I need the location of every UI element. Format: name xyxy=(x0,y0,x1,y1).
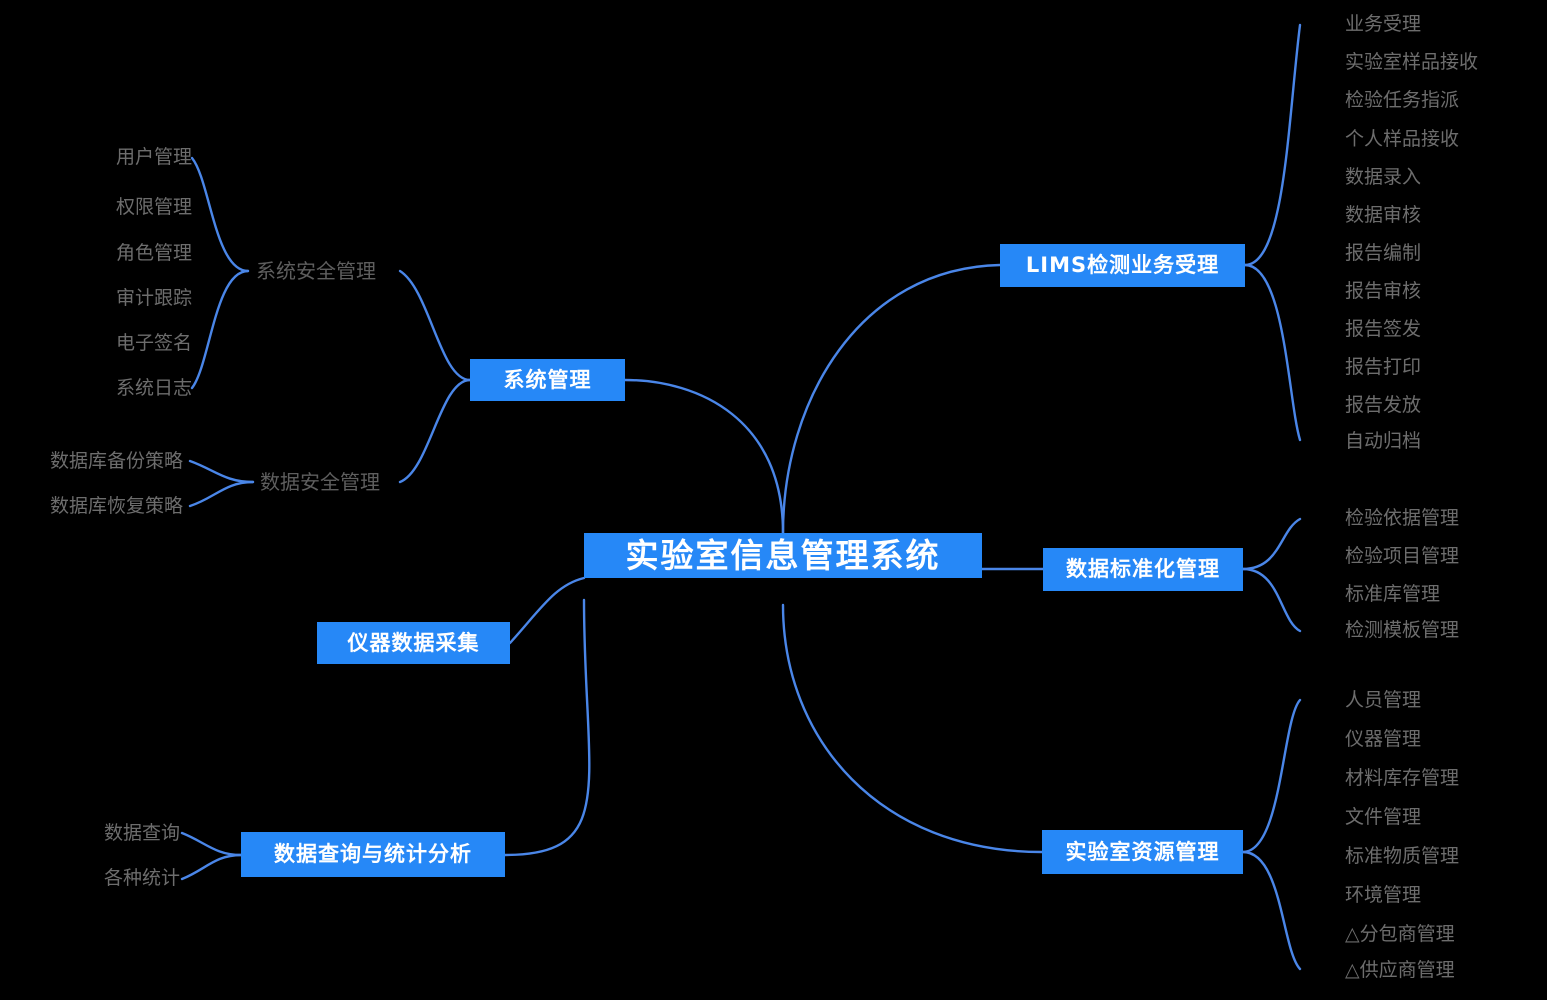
leaf-db-backup-policy[interactable]: 数据库备份策略 xyxy=(49,450,183,472)
link-labres-fan-bottom xyxy=(1241,850,1302,971)
leaf-business-acceptance[interactable]: 业务受理 xyxy=(1345,13,1422,35)
leaf-user-management[interactable]: 用户管理 xyxy=(115,146,192,168)
leaf-environment-management[interactable]: 环境管理 xyxy=(1345,884,1422,906)
leaf-personnel-management[interactable]: 人员管理 xyxy=(1345,689,1422,711)
subnode-system-security[interactable]: 系统安全管理 xyxy=(256,259,376,283)
leaf-report-review[interactable]: 报告审核 xyxy=(1345,280,1422,302)
leaf-supplier-management[interactable]: △供应商管理 xyxy=(1345,959,1455,981)
link-center-lims xyxy=(781,263,1002,535)
leaf-system-log[interactable]: 系统日志 xyxy=(115,377,192,399)
link-security-fan-bottom xyxy=(190,269,250,390)
link-datastd-fan-top xyxy=(1241,517,1302,571)
node-lab-resources[interactable]: 实验室资源管理 xyxy=(1042,830,1243,874)
link-lims-fan-top xyxy=(1243,23,1302,267)
leaf-reference-material-management[interactable]: 标准物质管理 xyxy=(1345,845,1460,867)
leaf-electronic-signature[interactable]: 电子签名 xyxy=(115,332,192,354)
link-datastd-fan-bottom xyxy=(1241,567,1302,633)
link-datasec-fan-top xyxy=(188,459,255,484)
node-lims-business[interactable]: LIMS检测业务受理 xyxy=(1000,244,1245,287)
leaf-personal-sample-receipt[interactable]: 个人样品接收 xyxy=(1345,128,1460,150)
node-instrument-data-collection[interactable]: 仪器数据采集 xyxy=(317,622,510,664)
link-center-query xyxy=(503,598,591,857)
link-sysmgmt-datasec xyxy=(398,378,472,484)
node-center[interactable]: 实验室信息管理系统 xyxy=(584,533,982,578)
leaf-report-issuance[interactable]: 报告签发 xyxy=(1345,318,1422,340)
leaf-auto-archiving[interactable]: 自动归档 xyxy=(1345,430,1422,452)
link-center-instrument xyxy=(508,576,586,645)
leaf-report-printing[interactable]: 报告打印 xyxy=(1345,356,1422,378)
leaf-document-management[interactable]: 文件管理 xyxy=(1345,806,1422,828)
leaf-test-template-management[interactable]: 检测模板管理 xyxy=(1345,619,1460,641)
leaf-db-recovery-policy[interactable]: 数据库恢复策略 xyxy=(49,495,183,517)
leaf-lab-sample-receipt[interactable]: 实验室样品接收 xyxy=(1345,51,1479,73)
leaf-data-query[interactable]: 数据查询 xyxy=(103,822,180,844)
link-security-fan-top xyxy=(190,156,250,273)
link-center-sysmgmt xyxy=(623,378,785,535)
leaf-audit-trail[interactable]: 审计跟踪 xyxy=(115,287,192,309)
leaf-role-management[interactable]: 角色管理 xyxy=(115,242,192,264)
link-sysmgmt-security xyxy=(398,269,472,382)
leaf-instrument-management[interactable]: 仪器管理 xyxy=(1345,728,1422,750)
leaf-subcontractor-management[interactable]: △分包商管理 xyxy=(1345,923,1455,945)
leaf-various-statistics[interactable]: 各种统计 xyxy=(103,867,180,889)
leaf-permission-management[interactable]: 权限管理 xyxy=(115,196,192,218)
link-query-fan-bottom xyxy=(180,853,243,881)
link-center-labres xyxy=(781,603,1044,854)
link-query-fan-top xyxy=(180,831,243,857)
link-labres-fan-top xyxy=(1241,698,1302,854)
leaf-material-inventory-management[interactable]: 材料库存管理 xyxy=(1345,767,1460,789)
node-system-management[interactable]: 系统管理 xyxy=(470,359,625,401)
leaf-standard-library-management[interactable]: 标准库管理 xyxy=(1345,583,1441,605)
leaf-data-entry[interactable]: 数据录入 xyxy=(1345,166,1422,188)
leaf-report-preparation[interactable]: 报告编制 xyxy=(1345,242,1422,264)
leaf-data-review[interactable]: 数据审核 xyxy=(1345,204,1422,226)
link-lims-fan-bottom xyxy=(1243,263,1302,442)
leaf-report-distribution[interactable]: 报告发放 xyxy=(1345,394,1422,416)
subnode-data-security[interactable]: 数据安全管理 xyxy=(260,470,380,494)
node-data-standardization[interactable]: 数据标准化管理 xyxy=(1043,548,1243,591)
leaf-inspection-task-assignment[interactable]: 检验任务指派 xyxy=(1345,89,1460,111)
link-datasec-fan-bottom xyxy=(188,480,255,508)
leaf-inspection-item-management[interactable]: 检验项目管理 xyxy=(1345,545,1460,567)
node-data-query-statistics[interactable]: 数据查询与统计分析 xyxy=(241,832,505,877)
leaf-inspection-basis-management[interactable]: 检验依据管理 xyxy=(1345,507,1460,529)
